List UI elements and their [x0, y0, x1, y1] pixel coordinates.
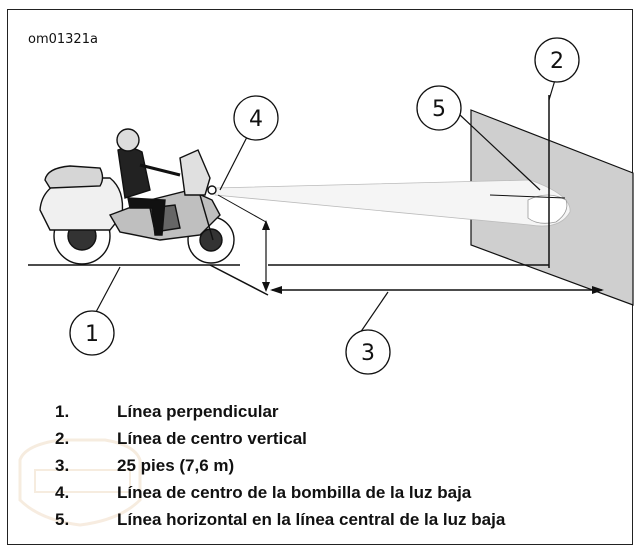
light-beam — [214, 179, 571, 227]
motorcycle-with-rider — [39, 128, 235, 265]
rider-torso — [117, 147, 151, 199]
fairing — [179, 149, 211, 196]
height-arrow-top — [262, 220, 270, 230]
callout-3: 3 — [345, 329, 391, 375]
horizontal-center-line — [489, 194, 566, 199]
floor-reference-line — [209, 264, 269, 296]
rider-arm — [139, 163, 181, 177]
headlamp — [207, 185, 217, 195]
saddlebag-trunk — [44, 165, 104, 189]
callout-1: 1 — [69, 310, 115, 356]
rider-legs — [127, 197, 166, 236]
distance-arrow-right — [592, 286, 604, 294]
rider-helmet — [116, 128, 140, 152]
lamp-to-height-line — [217, 194, 267, 223]
callout-4-number: 4 — [249, 107, 263, 132]
callout-1-number: 1 — [85, 322, 99, 347]
callout-5-leader — [459, 114, 541, 191]
callout-5-number: 5 — [432, 97, 446, 122]
callout-2-number: 2 — [550, 49, 564, 74]
callout-3-leader — [359, 291, 389, 334]
watermark-logo — [18, 438, 142, 527]
callout-4: 4 — [233, 95, 279, 141]
callout-2-leader — [548, 79, 556, 101]
height-arrow-bottom — [262, 282, 270, 292]
figure-id: om01321a — [28, 32, 98, 47]
callout-3-number: 3 — [361, 341, 375, 366]
callout-5: 5 — [416, 85, 462, 131]
distance-arrow-left — [270, 286, 282, 294]
callout-4-leader — [219, 136, 248, 191]
callout-1-leader — [95, 266, 121, 313]
callout-2: 2 — [534, 37, 580, 83]
